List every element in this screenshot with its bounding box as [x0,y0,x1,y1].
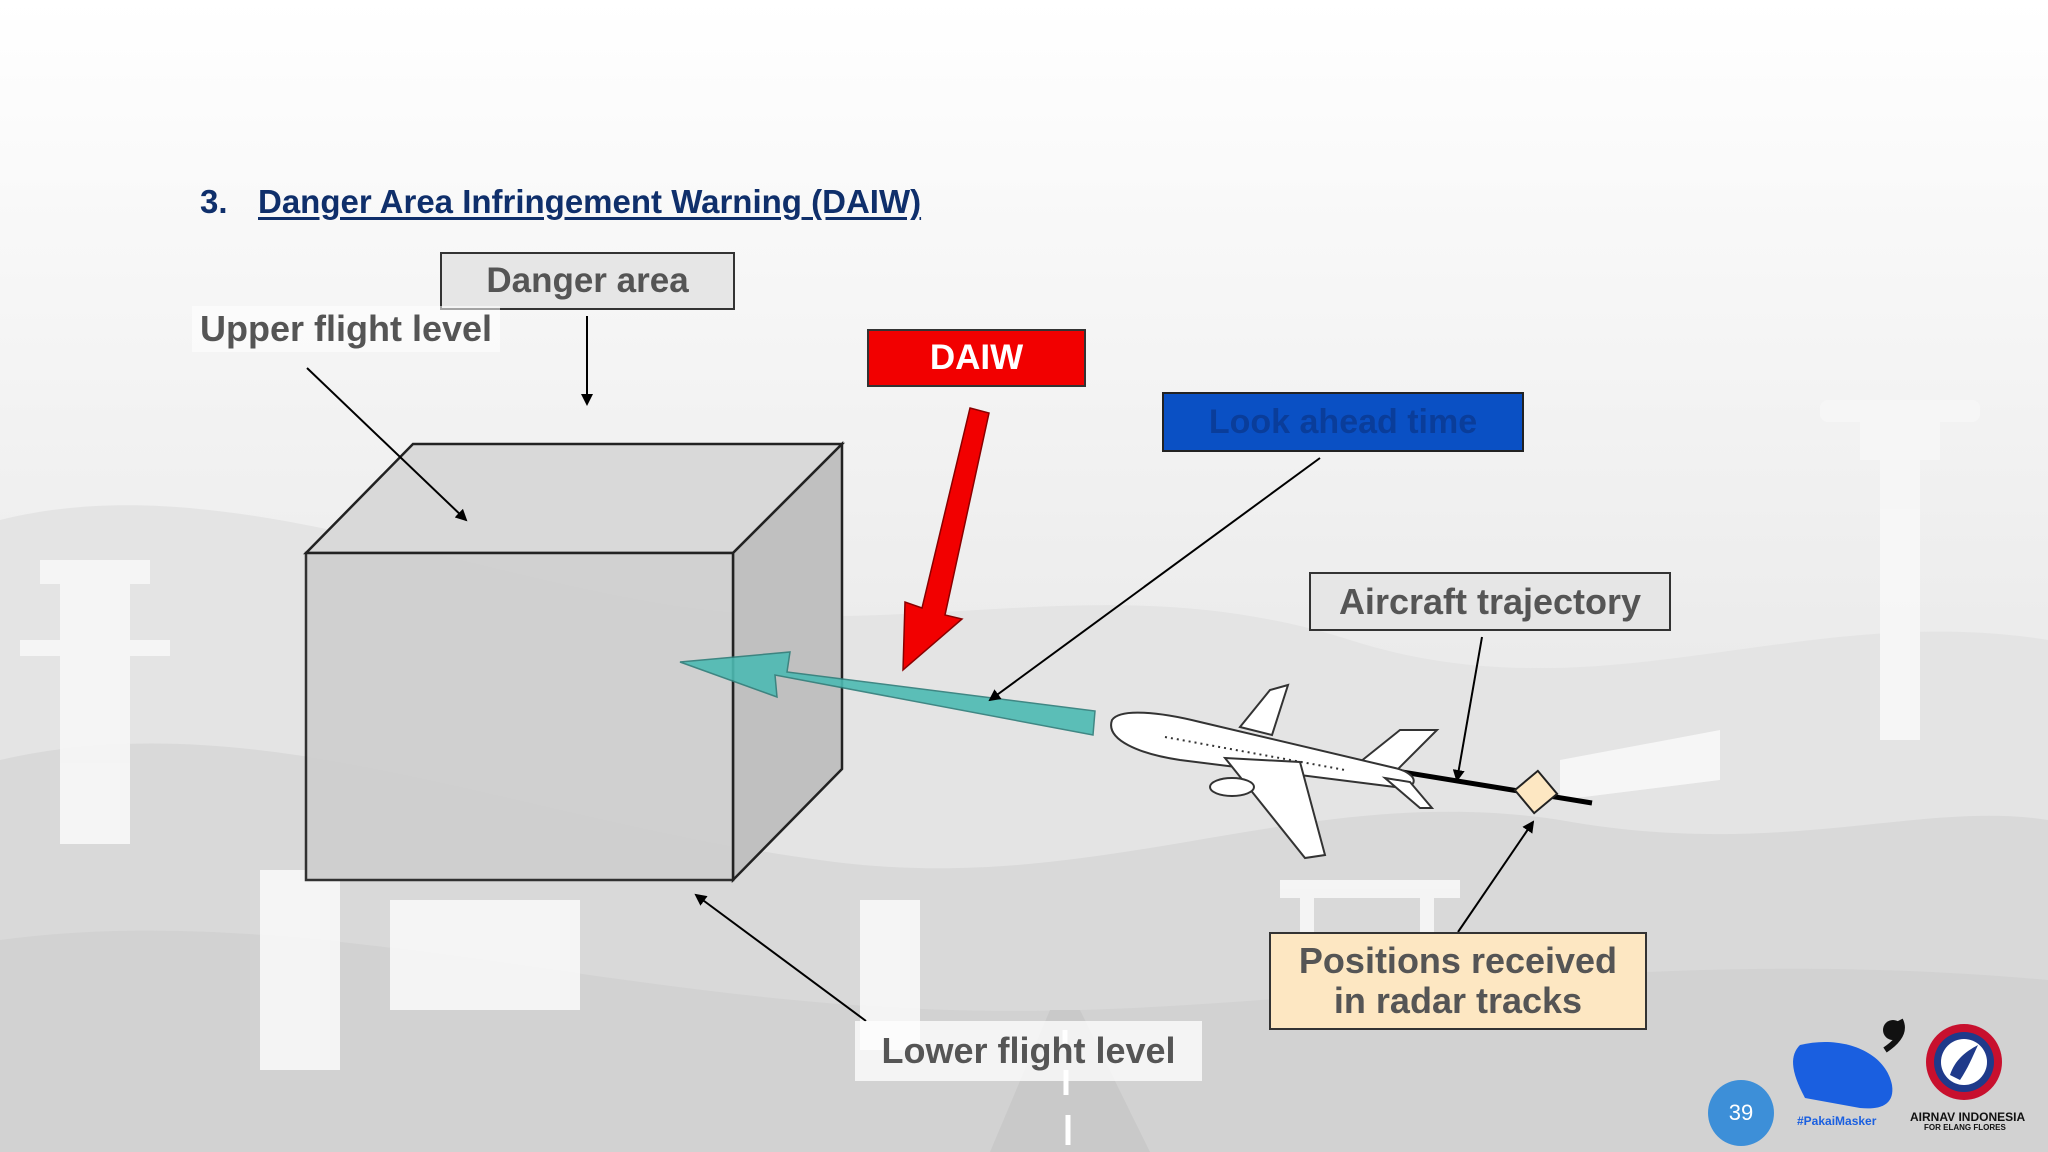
lower-flight-level-label: Lower flight level [855,1021,1202,1081]
look-ahead-pointer [988,457,1321,702]
positions-line-1: Positions received [1298,940,1618,981]
page-number-badge: 39 [1708,1080,1774,1146]
upper-level-pointer [306,367,468,522]
positions-line-2: in radar tracks [1333,980,1583,1021]
danger-area-label: Danger area [440,252,735,310]
airplane-icon [1110,683,1440,860]
daiw-label: DAIW [867,329,1086,387]
radar-position-marker [1513,769,1559,815]
lower-level-pointer [694,893,867,1022]
slide-heading: 3. Danger Area Infringement Warning (DAIW… [200,183,921,221]
trajectory-pointer [1452,636,1483,782]
mask-logo-icon [1793,1018,1905,1109]
positions-received-label: Positions received in radar tracks [1269,932,1647,1030]
heading-title: Danger Area Infringement Warning (DAIW) [258,183,922,220]
daiw-warning-arrow [902,407,990,672]
heading-number: 3. [200,183,228,220]
org-name: AIRNAV INDONESIA [1910,1110,2026,1124]
mask-caption: #PakaiMasker [1797,1114,1877,1128]
aircraft-trajectory-line [1389,767,1593,806]
org-sub: FOR ELANG FLORES [1924,1123,2006,1132]
trajectory-projection-arrow [679,651,1096,736]
positions-pointer [1457,820,1535,933]
look-ahead-time-label: Look ahead time [1162,392,1524,452]
airnav-logo-icon [1926,1024,2002,1100]
upper-flight-level-label: Upper flight level [192,306,501,352]
aircraft-trajectory-label: Aircraft trajectory [1309,572,1671,631]
